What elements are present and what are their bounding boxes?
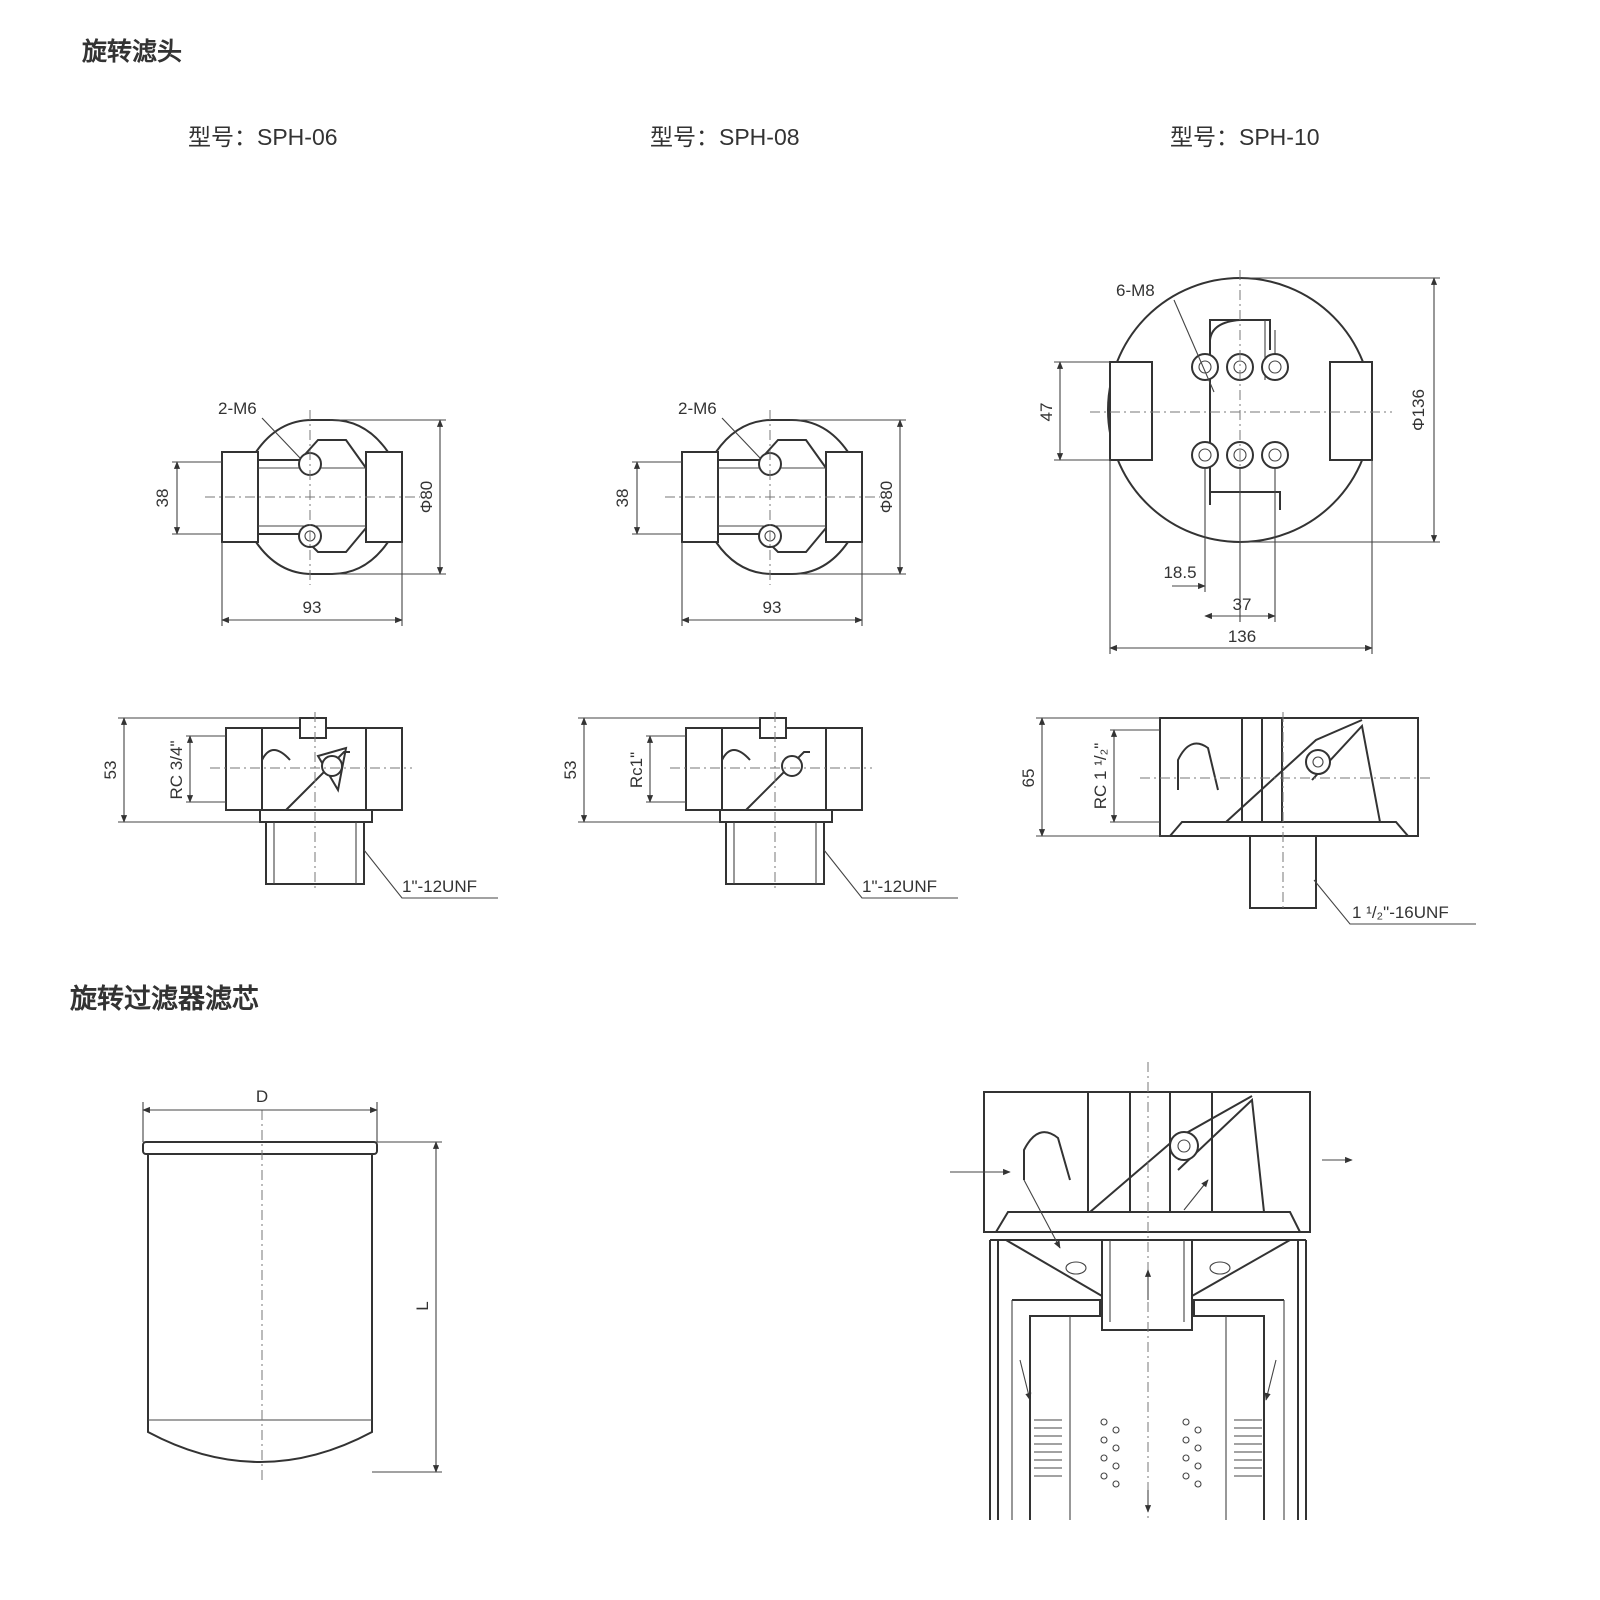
sph-10-side-view: 65 RC 1 ¹/₂" 1 ¹/₂"-16UNF [1019,712,1476,925]
element-length-label: L [413,1301,432,1310]
sph-08-port-thread: Rc1" [627,752,646,788]
sph-10-diameter: Φ136 [1409,389,1428,431]
sph-10-width: 136 [1228,627,1256,646]
sph-06-port-height: 38 [153,489,172,508]
sph-08-bolt-label: 2-M6 [678,399,717,418]
sph-06-mount-thread: 1"-12UNF [402,877,477,896]
sph-06-port-thread: RC 3/4" [167,741,186,800]
sph-08-diameter: Φ80 [877,481,896,513]
sph-08-width: 93 [763,598,782,617]
sph-10-height: 65 [1019,769,1038,788]
sph-06-width: 93 [303,598,322,617]
sph-08-height: 53 [561,761,580,780]
sph-06-top-view: 2-M6 38 Φ80 93 [153,399,446,626]
sph-08-port-height: 38 [613,489,632,508]
sph-10-mount-thread: 1 ¹/₂"-16UNF [1352,903,1449,922]
model-label-sph-08: 型号：SPH-08 [650,124,800,150]
sph-10-offset-small: 18.5 [1163,563,1196,582]
assembly-section-view [950,1062,1353,1520]
sph-06-bolt-label: 2-M6 [218,399,257,418]
model-label-sph-06: 型号：SPH-06 [188,124,338,150]
sph-10-offset-large: 37 [1233,595,1252,614]
section-title-rotary-head: 旋转滤头 [82,37,182,66]
element-diameter-label: D [256,1087,268,1106]
sph-10-bolt-label: 6-M8 [1116,281,1155,300]
sph-08-mount-thread: 1"-12UNF [862,877,937,896]
sph-06-diameter: Φ80 [417,481,436,513]
sph-10-port-height: 47 [1037,403,1056,422]
section-title-filter-element: 旋转过滤器滤芯 [70,984,259,1014]
sph-10-port-thread: RC 1 ¹/₂" [1091,743,1110,809]
sph-06-side-view: 53 RC 3/4" 1"-12UNF [101,712,498,899]
sph-08-top-view: 2-M6 38 Φ80 93 [613,399,906,626]
filter-element-view: D L [142,1087,442,1480]
sph-10-top-view: 6-M8 47 Φ136 18.5 37 136 [1037,270,1440,654]
sph-06-height: 53 [101,761,120,780]
sph-08-side-view: 53 Rc1" 1"-12UNF [561,712,958,899]
model-label-sph-10: 型号：SPH-10 [1170,124,1320,150]
